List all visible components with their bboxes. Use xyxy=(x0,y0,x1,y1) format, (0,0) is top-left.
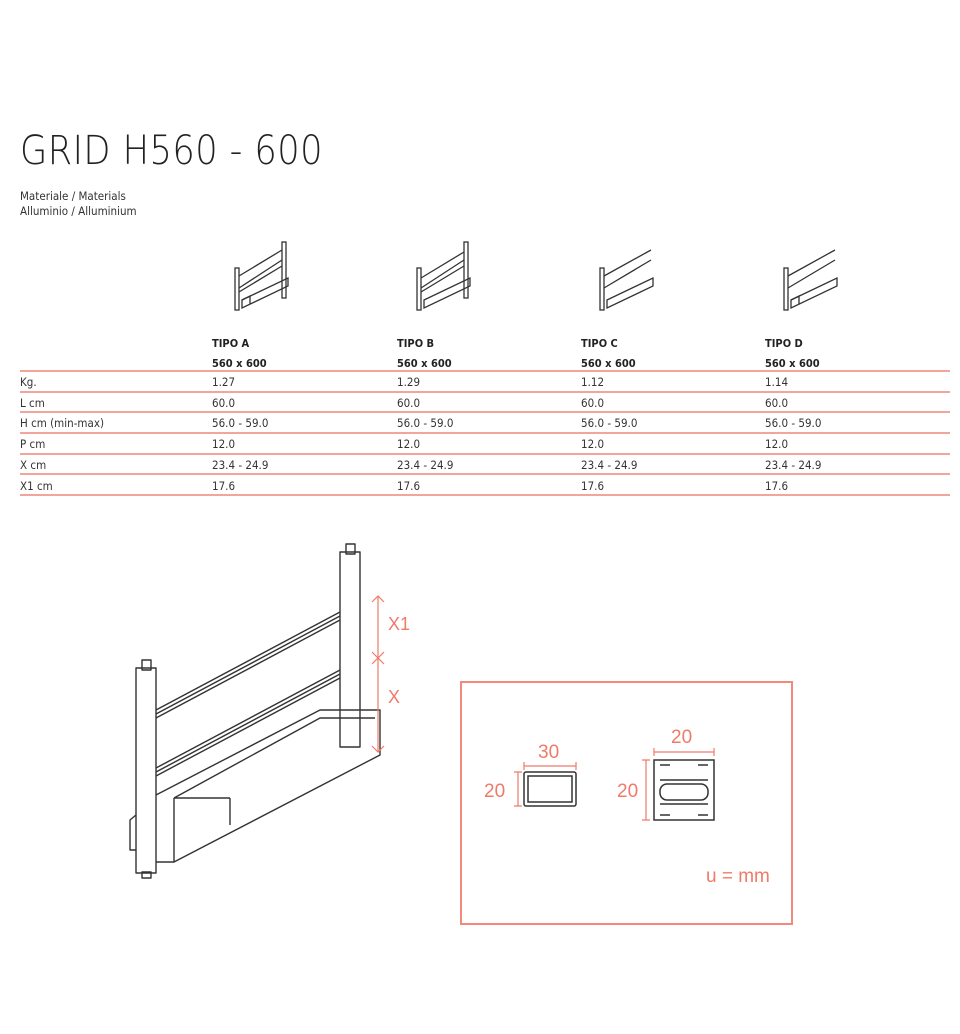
row-label: H cm (min-max) xyxy=(20,416,105,431)
cell-value: 56.0 - 59.0 xyxy=(397,416,454,431)
product-drawing: X1 X xyxy=(129,543,410,879)
type-name: TIPO D xyxy=(765,337,803,350)
cell-value: 23.4 - 24.9 xyxy=(397,457,454,472)
table-row: X cm 23.4 - 24.9 23.4 - 24.9 23.4 - 24.9 23.… xyxy=(20,455,950,476)
row-label: X cm xyxy=(20,457,47,472)
rect-height-label: 20 xyxy=(484,781,505,802)
cell-value: 1.27 xyxy=(212,375,236,389)
cell-value: 17.6 xyxy=(581,478,605,493)
rail-profile xyxy=(653,759,715,821)
cell-value: 12.0 xyxy=(765,437,789,452)
rect-width-label: 30 xyxy=(538,742,559,763)
cell-value: 12.0 xyxy=(581,437,605,452)
rail-width-label: 20 xyxy=(671,727,692,748)
cell-value: 60.0 xyxy=(212,395,236,410)
cell-value: 1.12 xyxy=(581,375,605,389)
row-label: L cm xyxy=(20,395,45,410)
type-size: 560 x 600 xyxy=(581,357,636,370)
profile-sections-box: 30 20 20 20 u = mm xyxy=(460,681,793,925)
table-row: Kg. 1.27 1.29 1.12 1.14 xyxy=(20,372,950,393)
type-size: 560 x 600 xyxy=(212,357,267,370)
cell-value: 12.0 xyxy=(397,437,421,452)
type-name: TIPO B xyxy=(397,337,435,350)
cell-value: 17.6 xyxy=(212,478,236,493)
cell-value: 56.0 - 59.0 xyxy=(581,416,638,431)
cell-value: 60.0 xyxy=(581,395,605,410)
cell-value: 23.4 - 24.9 xyxy=(212,457,269,472)
table-row: X1 cm 17.6 17.6 17.6 17.6 xyxy=(20,476,950,497)
cell-value: 60.0 xyxy=(397,395,421,410)
table-row: L cm 60.0 60.0 60.0 60.0 xyxy=(20,393,950,414)
cell-value: 56.0 - 59.0 xyxy=(765,416,822,431)
cell-value: 17.6 xyxy=(765,478,789,493)
type-name: TIPO A xyxy=(212,337,250,350)
table-row: H cm (min-max) 56.0 - 59.0 56.0 - 59.0 56.0… xyxy=(20,413,950,435)
cell-value: 17.6 xyxy=(397,478,421,493)
unit-label: u = mm xyxy=(706,866,770,887)
materials-label: Materiale / Materials xyxy=(20,189,126,203)
cell-value: 60.0 xyxy=(765,395,789,410)
row-label: X1 cm xyxy=(20,478,53,493)
type-size: 560 x 600 xyxy=(397,357,452,370)
row-label: P cm xyxy=(20,437,46,452)
cell-value: 1.14 xyxy=(765,375,789,389)
table-row: P cm 12.0 12.0 12.0 12.0 xyxy=(20,434,950,455)
cell-value: 23.4 - 24.9 xyxy=(765,457,822,472)
cell-value: 1.29 xyxy=(397,375,421,389)
materials-value: Alluminio / Alluminium xyxy=(20,204,137,218)
type-size: 560 x 600 xyxy=(765,357,820,370)
tipo-c-thumbnail xyxy=(599,249,654,311)
tipo-b-thumbnail xyxy=(416,241,471,311)
rail-height-label: 20 xyxy=(617,781,638,802)
cell-value: 12.0 xyxy=(212,437,236,452)
profile-sections: 30 20 20 20 u = mm xyxy=(484,727,770,887)
x-dimension-label: X xyxy=(388,687,400,707)
table-top-rule xyxy=(20,370,950,372)
x1-dimension-label: X1 xyxy=(388,614,410,634)
row-label: Kg. xyxy=(20,375,37,389)
tipo-a-thumbnail xyxy=(234,241,289,311)
type-name: TIPO C xyxy=(581,337,618,350)
tipo-d-thumbnail xyxy=(783,249,838,311)
cell-value: 56.0 - 59.0 xyxy=(212,416,269,431)
cell-value: 23.4 - 24.9 xyxy=(581,457,638,472)
page-title: GRID H560 - 600 xyxy=(20,128,323,174)
rect-tube-profile xyxy=(523,771,577,807)
